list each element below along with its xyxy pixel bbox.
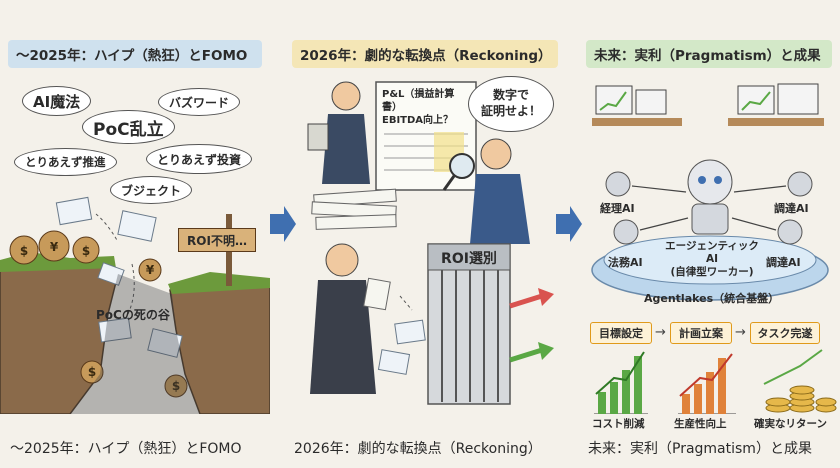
outcome-returns: 確実なリターン: [754, 418, 827, 430]
arrow-right-icon: [556, 206, 582, 242]
agent-legal: 法務AI: [608, 256, 643, 269]
speech-prove-it: 数字で 証明せよ！: [468, 76, 554, 132]
outcome-productivity: 生産性向上: [674, 418, 727, 430]
caption-pragmatism: 未来：実利（Pragmatism）と成果: [588, 441, 812, 457]
agent-accounting: 経理AI: [600, 202, 635, 215]
panel-reckoning: 2026年：劇的な転換点（Reckoning）: [284, 0, 566, 468]
hype-illustration: $ ¥ $ ¥ $ $: [0, 196, 270, 414]
arrow-right-icon: [270, 206, 296, 242]
bubble-project: ブジェクト: [110, 176, 193, 204]
pragmatism-illustration: [591, 83, 837, 414]
svg-text:$: $: [88, 365, 96, 379]
bubble-ai-magic: AI魔法: [22, 86, 92, 116]
bubble-just-push: とりあえず推進: [14, 148, 117, 176]
arrow-right-icon: →: [655, 325, 666, 340]
caption-hype: 〜2025年：ハイプ（熱狂）とFOMO: [10, 441, 242, 457]
banner-reckoning: 2026年：劇的な転換点（Reckoning）: [292, 40, 558, 68]
agent-procurement-top: 調達AI: [774, 202, 809, 215]
svg-text:¥: ¥: [50, 240, 59, 254]
banner-hype: 〜2025年：ハイプ（熱狂）とFOMO: [8, 40, 262, 68]
panel-hype: 〜2025年：ハイプ（熱狂）とFOMO $ ¥ $ ¥ $ $: [0, 0, 270, 468]
caption-reckoning: 2026年：劇的な転換点（Reckoning）: [294, 441, 542, 457]
panel-pragmatism: 未来：実利（Pragmatism）と成果: [578, 0, 840, 468]
death-valley-label: PoCの死の谷: [96, 308, 170, 322]
svg-text:$: $: [20, 244, 28, 258]
bubble-buzzword: バズワード: [158, 88, 241, 116]
banner-pragmatism: 未来：実利（Pragmatism）と成果: [586, 40, 832, 68]
pl-board-text: P&L（損益計算書） EBITDA向上？: [382, 89, 455, 126]
agentlakes-label: Agentlakes（統合基盤）: [644, 292, 780, 305]
outcome-cost-reduction: コスト削減: [592, 418, 645, 430]
roi-unknown-sign: ROI不明…: [178, 228, 256, 252]
bubble-poc-sprawl: PoC乱立: [82, 110, 175, 144]
reckoning-illustration: [307, 81, 554, 405]
flow-planning: 計画立案: [670, 322, 732, 344]
svg-text:¥: ¥: [146, 263, 155, 277]
roi-gate-label: ROI選別: [441, 251, 497, 267]
bubble-just-invest: とりあえず投資: [146, 144, 253, 174]
flow-task-completion: タスク完遂: [750, 322, 820, 344]
svg-text:$: $: [172, 379, 180, 393]
flow-goal-setting: 目標設定: [590, 322, 652, 344]
agent-procurement-bottom: 調達AI: [766, 256, 801, 269]
agentic-ai-label: エージェンティックAI (自律型ワーカー): [665, 240, 759, 279]
arrow-right-icon: →: [735, 325, 746, 340]
svg-text:$: $: [82, 244, 90, 258]
